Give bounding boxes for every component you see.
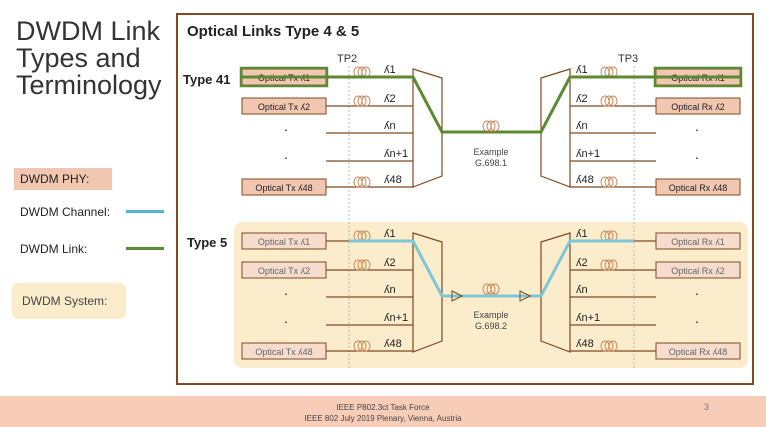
diagram-heading: Optical Links Type 4 & 5 [187,23,359,40]
type5-right-dots: . [695,310,699,326]
type5-tx-box [241,232,327,250]
type5-right-lambda: ʎ2 [576,257,588,269]
type4-left-lambda: ʎn+1 [384,148,408,160]
type5-standard: G.698.2 [475,321,507,331]
legend-dwdm-link-label: DWDM Link: [20,242,88,256]
type5-right-lambda: ʎn [576,284,588,296]
footer-bar [0,396,766,427]
type5-right-lambda: ʎ48 [576,338,594,350]
footer-line-2: IEEE 802 July 2019 Plenary, Vienna, Aust… [304,414,462,423]
legend-dwdm-channel-label: DWDM Channel: [20,205,111,219]
type4-example: Example [473,147,508,157]
type4-left-coil [353,176,371,188]
type5-tx-box [241,342,327,360]
legend-channel-swatch [126,210,164,213]
type4-label: Type 41 [183,72,230,87]
type4-right-lambda: ʎ2 [576,93,588,105]
type5-rx-box [655,342,741,360]
type4-left-lambda: ʎ2 [384,93,396,105]
type4-tx-label: Optical Tx ʎ48 [255,183,312,193]
type5-right-lambda: ʎ1 [576,228,588,240]
type4-fiber-coil [482,120,500,132]
type4-mux [412,68,443,188]
slide-title: DWDM Link Types and Terminology [16,16,162,100]
tp2-label: TP2 [337,53,357,65]
type4-rx-box [655,178,741,196]
type5-right-lambda: ʎn+1 [576,312,600,324]
type4-right-dots: . [695,146,699,162]
type4-tx-label: Optical Tx ʎ2 [258,102,310,112]
footer-line-1: IEEE P802.3ct Task Force [336,403,430,412]
type4-right-coil [600,176,618,188]
type5-amplifier-left [451,290,464,302]
type4-right-dots: . [695,118,699,134]
type4-demux [540,68,571,188]
type4-left-coil [353,95,371,107]
type4-dwdm-link [240,75,742,134]
type5-left-dots: . [284,282,288,298]
type4-left-lambda: ʎ48 [384,174,402,186]
type4-standard: G.698.1 [475,158,507,168]
type5-example: Example [473,310,508,320]
type4-right-lambda: ʎ1 [576,64,588,76]
legend-dwdm-phy: DWDM PHY: [14,168,112,190]
type5-amplifier-right [519,290,532,302]
type5-right-dots: . [695,282,699,298]
type4-rx-box [655,97,741,115]
type5-left-lambda: ʎn+1 [384,312,408,324]
type5-rx-box [655,261,741,279]
type5-tx-label: Optical Tx ʎ1 [258,237,310,247]
type5-left-lambda: ʎn [384,284,396,296]
diagram-frame [176,13,754,385]
type4-right-lambda: ʎn [576,120,588,132]
type4-tx-box [241,178,327,196]
type5-label: Type 5 [187,235,227,250]
type5-demux [540,232,571,353]
page-number: 3 [704,402,710,412]
type4-left-lambda: ʎ1 [384,64,396,76]
type4-rx-label: Optical Rx ʎ48 [669,183,728,193]
type4-right-lambda: ʎn+1 [576,148,600,160]
legend-link-swatch [126,247,164,250]
type5-rx-label: Optical Rx ʎ1 [671,237,725,247]
type4-tx-box [241,97,327,115]
type5-dwdm-channel [349,239,634,298]
type4-right-lambda: ʎ48 [576,174,594,186]
type5-tx-label: Optical Tx ʎ2 [258,266,310,276]
type5-rx-box [655,232,741,250]
type5-rx-label: Optical Rx ʎ2 [671,266,725,276]
type4-left-dots: . [284,118,288,134]
type5-mux [412,232,443,353]
type5-rx-label: Optical Rx ʎ48 [669,347,728,357]
type5-left-lambda: ʎ2 [384,257,396,269]
type4-rx-label: Optical Rx ʎ2 [671,102,725,112]
type4-right-coil [600,95,618,107]
type5-left-lambda: ʎ1 [384,228,396,240]
type4-left-lambda: ʎn [384,120,396,132]
type5-left-lambda: ʎ48 [384,338,402,350]
type5-tx-box [241,261,327,279]
type5-left-dots: . [284,310,288,326]
type4-left-dots: . [284,146,288,162]
tp3-label: TP3 [618,53,638,65]
legend-dwdm-system: DWDM System: [12,283,126,319]
type5-tx-label: Optical Tx ʎ48 [255,347,312,357]
